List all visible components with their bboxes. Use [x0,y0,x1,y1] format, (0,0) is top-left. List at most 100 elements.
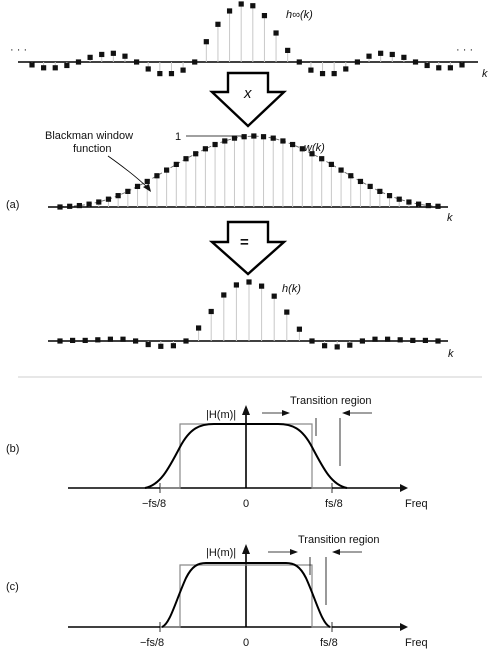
window-point [251,133,257,139]
ideal-point [133,59,140,65]
b-transition-arrowhead-right-icon [342,410,350,416]
window-point [105,196,112,202]
window-point [202,146,208,152]
window-point [396,196,402,202]
b-tick-center-label: 0 [243,498,249,510]
result-point [196,325,202,331]
result-point [334,344,340,350]
panel-c-label: (c) [6,581,19,593]
ideal-point [436,65,442,71]
window-point [76,202,82,209]
window-function-plot [48,133,448,210]
c-freq-label: Freq [405,637,428,649]
ideal-point [459,62,465,68]
window-axis-label: k [447,212,453,224]
ideal-point [447,65,453,71]
b-mag-arrowhead-icon [242,405,250,415]
ideal-point [424,62,430,69]
window-point [193,151,199,157]
ideal-point [354,59,361,65]
c-tick-right-label: fs/8 [320,637,338,649]
window-point [96,199,102,205]
ideal-point [87,54,93,60]
window-title-line1: Blackman window [45,130,133,142]
result-point [259,283,265,289]
ideal-point [29,62,35,68]
ideal-point [180,67,186,73]
ideal-point [273,30,279,36]
window-point [280,138,286,144]
ideal-point [52,65,58,71]
b-freq-label: Freq [405,498,428,510]
window-point [134,183,141,190]
window-point [406,199,412,205]
window-point [154,173,160,179]
window-point [67,203,73,209]
b-freq-arrowhead-icon [400,484,408,492]
window-point [425,202,431,209]
c-transition-arrowhead-left-icon [290,549,298,555]
result-point [309,338,315,344]
ideal-point [296,59,302,65]
panel-b-label: (b) [6,443,19,455]
ideal-point [401,54,407,60]
ideal-plot-label: h∞(k) [286,9,313,21]
ideal-point [378,50,384,56]
result-point [284,309,290,315]
ideal-point [308,67,314,73]
equals-operator: = [240,234,249,251]
ideal-point [250,3,256,9]
window-point [260,134,267,140]
result-point [221,292,227,298]
window-point [212,141,218,148]
window-point [348,173,354,179]
window-plot-label: w(k) [304,142,325,154]
ideal-axis-label: k [482,68,488,80]
result-point [422,337,428,344]
window-point [270,135,276,141]
b-actual-response [144,423,348,489]
window-point [416,201,422,207]
ideal-point [389,51,395,58]
result-point [397,337,403,343]
window-point [86,201,92,207]
result-plot-label: h(k) [282,283,301,295]
ideal-point [157,71,163,77]
result-point [107,336,113,342]
window-point [173,161,179,167]
equals-arrow-icon [208,220,288,276]
ideal-point [366,53,372,59]
c-mag-arrowhead-icon [242,544,250,554]
window-point [386,193,393,199]
window-callout-arrowhead-icon [143,184,151,192]
result-point [347,342,353,348]
ideal-point [192,59,198,65]
ideal-point [412,59,419,65]
window-point [435,203,441,209]
c-tick-center-label: 0 [243,637,249,649]
window-point [241,134,247,140]
b-tick-right-label: fs/8 [325,498,343,510]
panel-a-label: (a) [6,199,19,211]
result-point [170,343,176,349]
window-point [357,178,364,185]
result-point [385,336,391,342]
window-envelope [59,135,439,208]
window-callout-line [107,155,151,191]
result-point [435,338,441,344]
ideal-point [99,51,105,58]
result-point [296,326,302,332]
multiply-operator: x [243,85,252,102]
c-tick-left-label: −fs/8 [140,637,164,649]
window-point [328,161,334,167]
result-point [158,343,164,349]
ideal-point [122,53,128,59]
ideal-point [343,66,349,72]
result-point [145,341,151,348]
window-point [377,188,383,194]
window-point [164,167,170,173]
ideal-point [285,47,291,53]
window-point [338,167,344,173]
ideal-point [75,59,82,65]
